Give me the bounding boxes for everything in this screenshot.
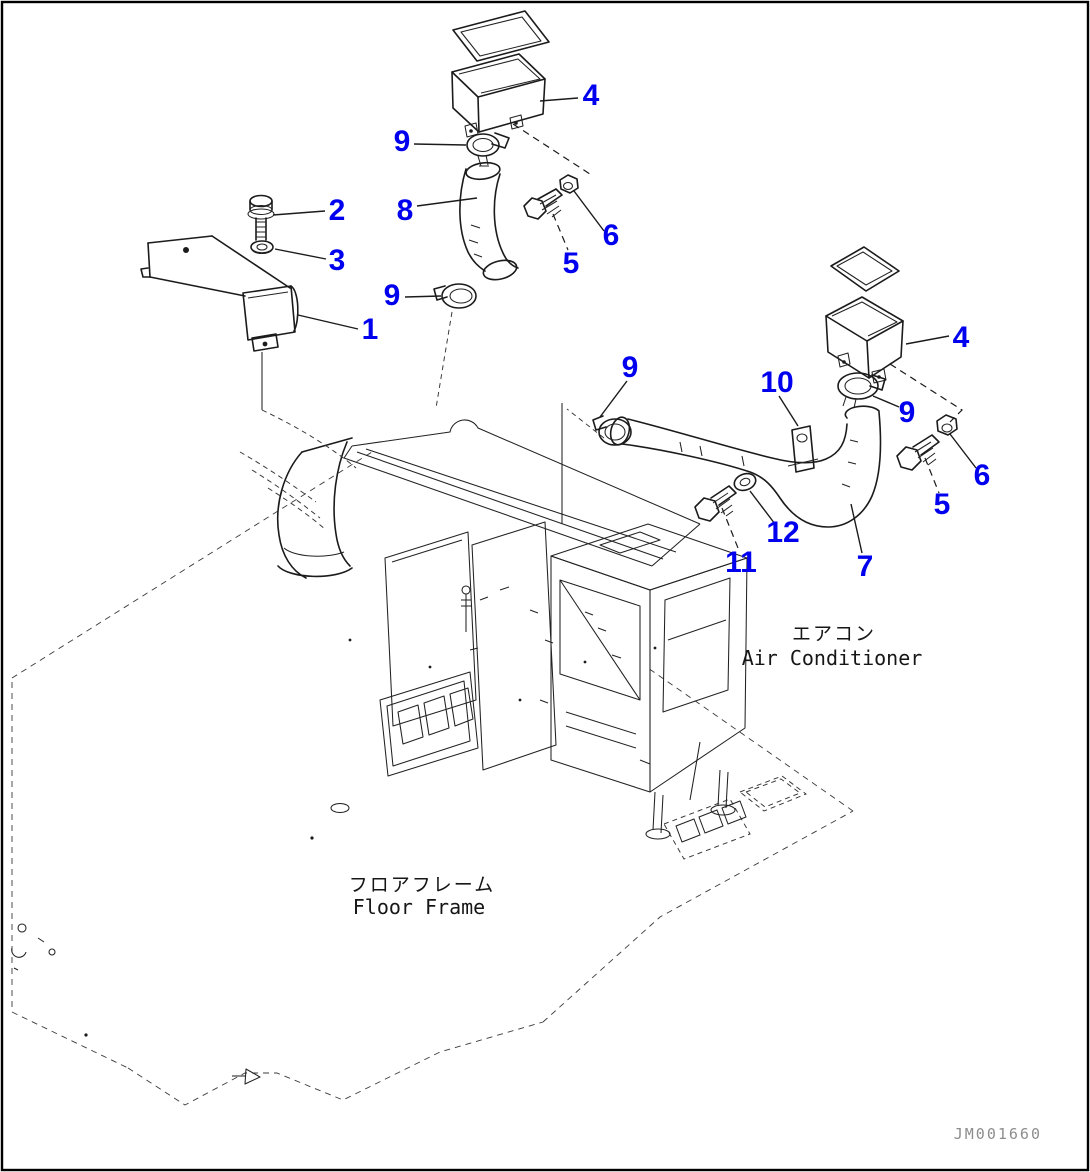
callout-9: 9 bbox=[622, 351, 639, 384]
vent-grille-top bbox=[452, 10, 550, 62]
clamp-bracket-10 bbox=[787, 425, 819, 473]
hose-clamp-9-hose7 bbox=[592, 415, 632, 446]
callout-1: 1 bbox=[362, 313, 379, 346]
leader-lines bbox=[272, 97, 977, 554]
caption-air-conditioner-en: Air Conditioner bbox=[742, 646, 923, 670]
hose-clamp-9-top bbox=[466, 132, 510, 167]
callout-6: 6 bbox=[603, 219, 620, 252]
callout-9: 9 bbox=[899, 396, 916, 429]
nut-6-top bbox=[559, 174, 579, 194]
callout-6: 6 bbox=[974, 459, 991, 492]
floor-vent-diamond bbox=[739, 775, 807, 812]
nut-6-right bbox=[936, 414, 958, 436]
callout-12: 12 bbox=[766, 516, 799, 549]
hose-clamp-9-hose8 bbox=[433, 283, 477, 309]
air-conditioner-unit bbox=[239, 409, 748, 840]
callout-9: 9 bbox=[384, 279, 401, 312]
duct-box-4-right bbox=[825, 296, 904, 384]
caption-air-conditioner-jp: エアコン bbox=[792, 623, 876, 645]
bracket-1 bbox=[140, 235, 299, 410]
callout-3: 3 bbox=[329, 244, 346, 277]
nut-3 bbox=[250, 240, 274, 255]
bolt-2 bbox=[247, 194, 275, 241]
vent-grille-right bbox=[830, 246, 900, 292]
frame-corner-screws bbox=[11, 923, 56, 971]
doc-number: JM001660 bbox=[954, 1125, 1042, 1143]
callout-4: 4 bbox=[953, 321, 970, 354]
callout-4: 4 bbox=[583, 79, 600, 112]
bolt-11 bbox=[694, 485, 737, 522]
hose-8 bbox=[459, 161, 519, 281]
bolt-5-right bbox=[896, 434, 940, 471]
callout-2: 2 bbox=[329, 194, 346, 227]
floor-vent-slots bbox=[663, 798, 751, 860]
hose-7 bbox=[609, 405, 882, 528]
callout-9: 9 bbox=[394, 125, 411, 158]
callout-8: 8 bbox=[397, 194, 414, 227]
callout-10: 10 bbox=[760, 366, 793, 399]
callout-5: 5 bbox=[563, 247, 580, 280]
callout-11: 11 bbox=[725, 546, 757, 579]
callout-7: 7 bbox=[857, 550, 874, 583]
washer-12 bbox=[733, 472, 757, 492]
frame-hole bbox=[330, 802, 350, 814]
notch-arrow bbox=[244, 1068, 261, 1085]
bolt-5-top bbox=[523, 188, 563, 220]
floor-frame-outline bbox=[11, 451, 854, 1106]
caption-floor-frame-jp: フロアフレーム bbox=[349, 874, 495, 896]
caption-floor-frame-en: Floor Frame bbox=[353, 895, 485, 919]
callout-5: 5 bbox=[934, 488, 951, 521]
duct-box-4-left bbox=[451, 53, 546, 138]
